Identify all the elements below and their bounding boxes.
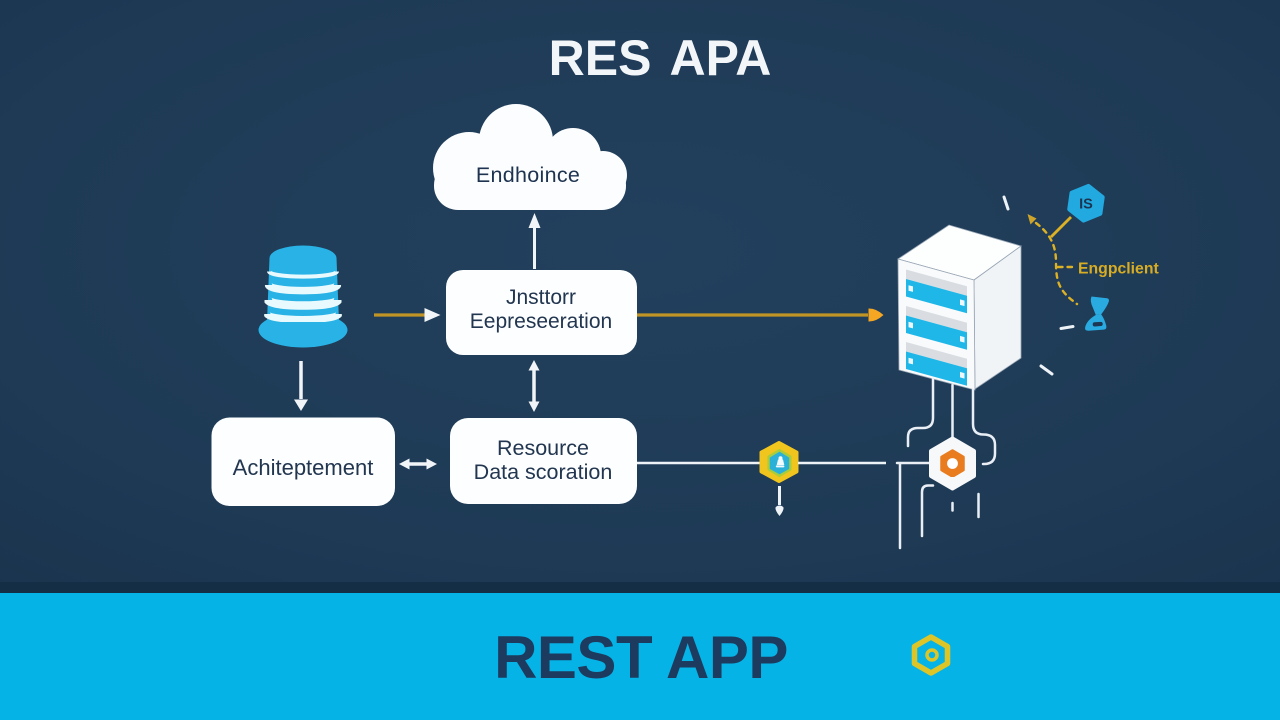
svg-text:RES APA: RES APA	[549, 30, 772, 86]
svg-text:IS: IS	[1079, 197, 1093, 213]
svg-text:Eepreseeration: Eepreseeration	[470, 310, 612, 333]
svg-text:Achiteptement: Achiteptement	[233, 455, 374, 480]
svg-text:Engpclient: Engpclient	[1078, 261, 1159, 278]
svg-text:Resource: Resource	[497, 436, 589, 460]
svg-text:Jnsttorr: Jnsttorr	[506, 286, 576, 309]
svg-text:Data scoration: Data scoration	[474, 460, 613, 484]
svg-text:Endhoince: Endhoince	[476, 163, 580, 187]
svg-text:REST APP: REST APP	[494, 624, 788, 691]
